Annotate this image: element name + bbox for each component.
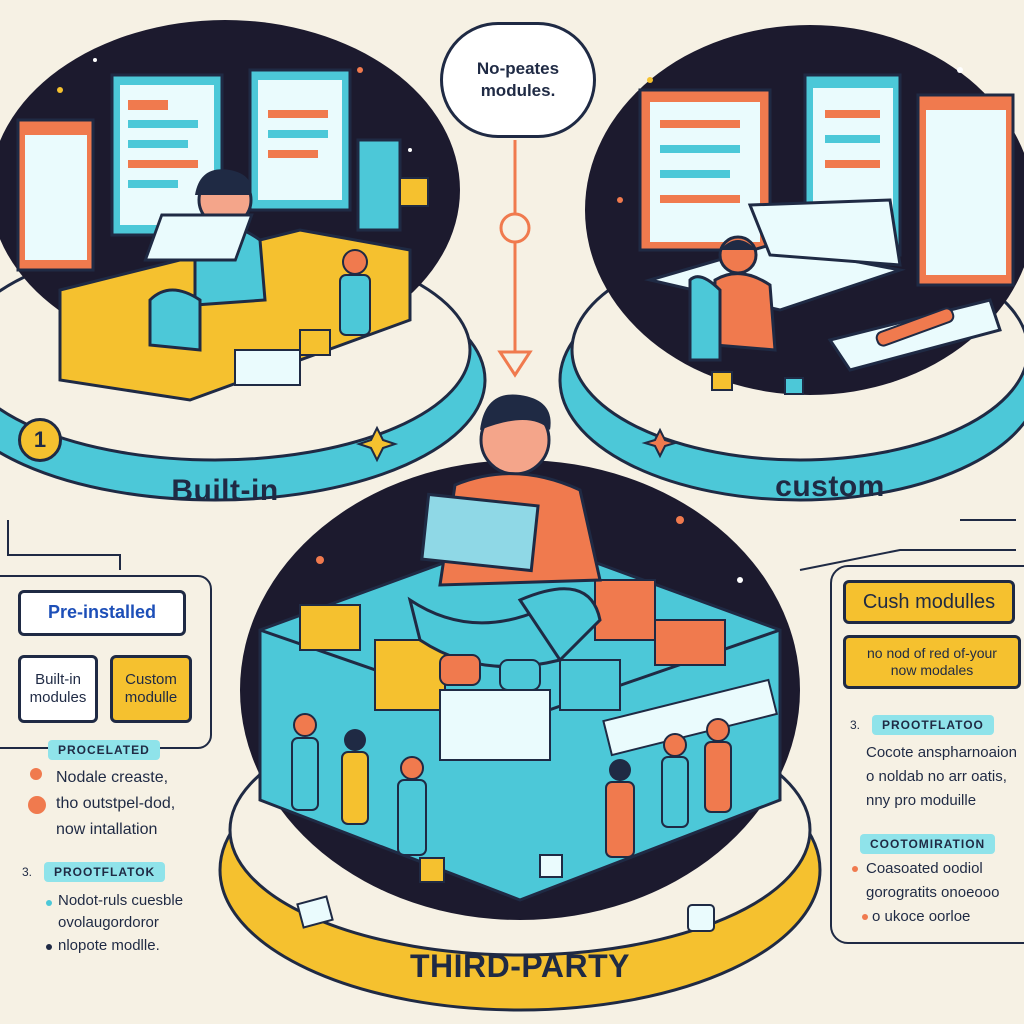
right-section1-number: 3. [850, 718, 861, 732]
right-section2-line: gorogratits onoeooo [866, 884, 1000, 901]
left-section1-pill: PROCELATED [48, 740, 160, 760]
left-section2-line: ovolaugordoror [58, 914, 159, 931]
left-section2-line: nlopote modlle. [58, 937, 160, 954]
pre-installed-title: Pre-installed [18, 590, 186, 636]
custom-platform [558, 25, 1024, 502]
left-section2-pill: PROOTFLATOK [44, 862, 166, 882]
right-section1-line: Cocote anspharnoaion [866, 744, 1017, 761]
built-in-platform [0, 20, 487, 502]
stage-label-third-party: THIRD-PARTY [410, 948, 630, 984]
bracket-left [7, 520, 121, 570]
bullet-dot [46, 900, 52, 906]
right-section2-line: o ukoce oorloe [872, 908, 971, 925]
left-section1-line: Nodale creaste, [56, 769, 169, 786]
left-section1-line: now intallation [56, 821, 158, 838]
third-party-platform [218, 394, 822, 1012]
built-in-modules-box: Built-in modules [18, 655, 98, 723]
stage-label-built-in: Built-in [171, 474, 279, 507]
custom-module-box: Custom modulle [110, 655, 192, 723]
bullet-dot [862, 914, 868, 920]
bullet-dot [30, 768, 42, 780]
badge-one: 1 [18, 418, 62, 462]
bullet-dot [46, 944, 52, 950]
sparkle-icon [641, 427, 679, 459]
right-section2-line: Coasoated oodiol [866, 860, 983, 877]
left-section1-line: tho outstpel-dod, [56, 795, 176, 812]
sparkle-icon [355, 425, 399, 463]
flow-arrow [497, 140, 533, 378]
custom-modules-subtitle: no nod of red of-your now modales [843, 635, 1021, 689]
right-section2-pill: COOTOMIRATION [860, 834, 996, 854]
bullet-dot [852, 866, 858, 872]
right-section1-pill: PROOTFLATOO [872, 715, 994, 735]
left-section2-number: 3. [22, 865, 33, 879]
bullet-dot [28, 796, 46, 814]
bubble-text: No-peates modules. [476, 58, 560, 100]
stage-label-custom: custom [775, 470, 885, 503]
right-section1-line: nny pro moduille [866, 792, 977, 809]
cloud-bubble: No-peates modules. [440, 22, 596, 138]
right-panel [830, 565, 1024, 944]
right-section1-line: o noldab no arr oatis, [866, 768, 1007, 785]
custom-modules-title: Cush modulles [843, 580, 1015, 624]
left-section2-line: Nodot-ruls cuesble [58, 892, 184, 909]
